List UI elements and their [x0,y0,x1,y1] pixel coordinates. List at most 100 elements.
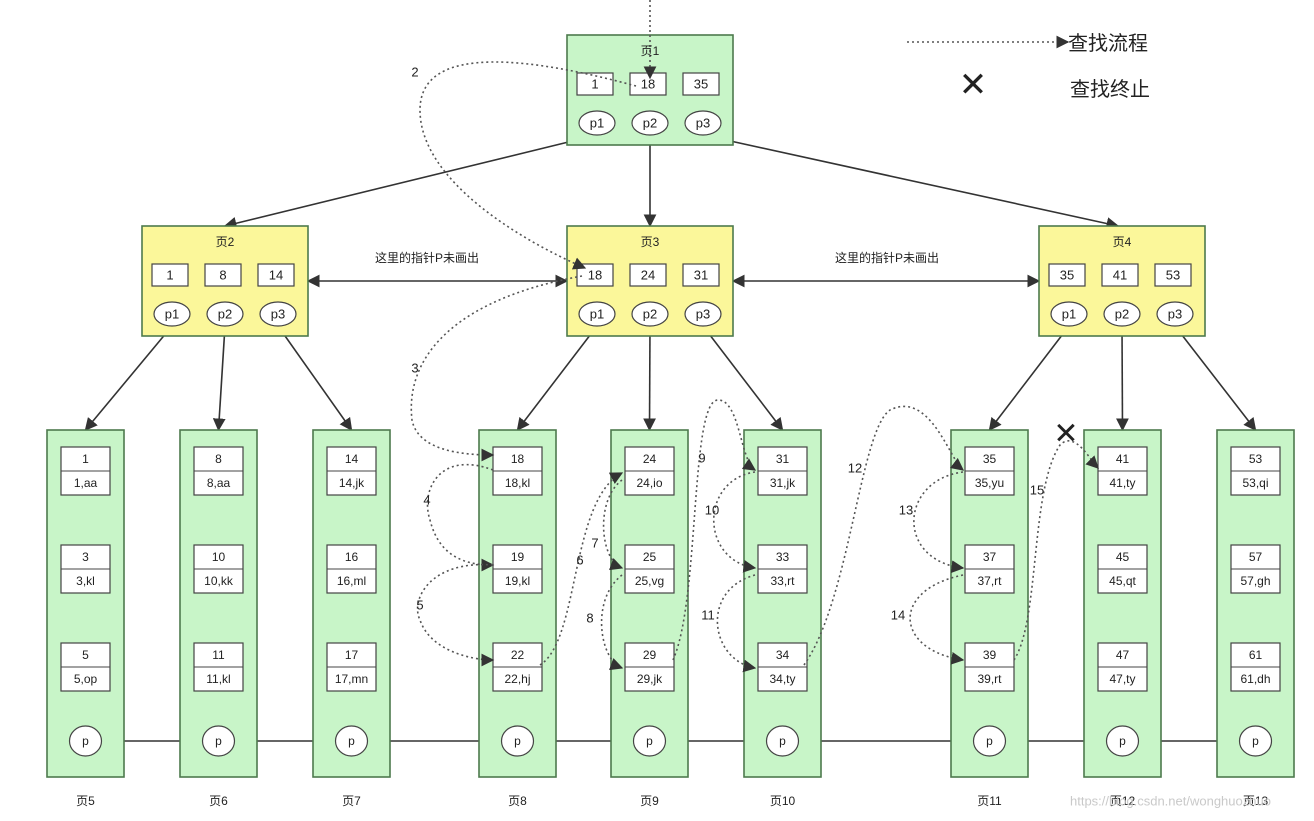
record-data: 14,jk [339,476,365,490]
record-key: 5 [82,648,89,662]
page-title: 页5 [76,794,95,808]
key-value: 31 [694,268,708,283]
page-title: 页9 [640,794,659,808]
next-pointer [972,725,1007,757]
pointer-ellipse [1050,301,1088,327]
legend-stop-label: 查找终止 [1070,78,1150,101]
record-data: 53,qi [1242,476,1268,490]
step-label: 12 [848,461,862,476]
page-title: 页2 [216,235,235,249]
key-value: 1 [166,268,173,283]
key-box [1101,263,1139,287]
search-stop-mark: ✕ [1053,418,1078,451]
record-key: 31 [776,452,790,466]
pointer-ellipse [578,301,616,327]
search-path-arrow [410,275,583,462]
record-data: 1,aa [74,476,98,490]
record-data: 57,gh [1240,574,1270,588]
page-title: 页6 [209,794,228,808]
record-key: 29 [643,648,657,662]
sibling-note: 这里的指针P未画出 [375,250,479,265]
legend-stop-mark: ✕ [959,66,988,104]
step-label: 13 [899,503,913,518]
record-key: 24 [643,452,657,466]
key-value: 1 [591,77,598,92]
pointer-ellipse [1156,301,1194,327]
tree-edge [84,325,173,431]
record-data: 16,ml [337,574,366,588]
record-data: 37,rt [977,574,1002,588]
record-key: 53 [1249,452,1263,466]
record-data: 19,kl [505,574,530,588]
step-label: 2 [411,65,418,80]
record-key: 16 [345,550,359,564]
pointer-ellipse [259,301,297,327]
step-label: 14 [891,608,905,623]
pointer-ellipse [631,301,669,327]
pointer-label: p [348,734,355,748]
search-path-arrow [426,463,495,572]
key-value: 35 [694,77,708,92]
tree-edge [643,325,656,432]
key-value: 8 [219,268,226,283]
key-box [576,263,614,287]
record-data: 5,op [74,672,98,686]
record-key: 35 [983,452,997,466]
record-key: 61 [1249,648,1263,662]
pointer-label: p [215,734,222,748]
pointer-ellipse [684,110,722,136]
pointer-ellipse [684,301,722,327]
pointer-ellipse [578,110,616,136]
record-key: 34 [776,648,790,662]
tree-edge [516,325,598,432]
record-key: 8 [215,452,222,466]
record-key: 11 [212,648,225,662]
pointer-label: p2 [643,307,657,322]
search-path-arrow [602,479,624,571]
next-pointer [1105,725,1140,757]
search-path-layer [410,0,1099,673]
pointer-label: p1 [1062,307,1076,322]
pointer-label: p3 [271,307,285,322]
next-pointer [500,725,535,757]
step-label: 11 [701,608,715,623]
page-title: 页11 [977,794,1002,808]
key-box [1048,263,1086,287]
sibling-note: 这里的指针P未画出 [835,250,939,265]
step-label: 8 [586,611,593,626]
record-key: 37 [983,550,997,564]
next-pointer [334,725,369,757]
page-title: 页7 [342,794,361,808]
search-path-arrow [803,405,965,666]
pointer-label: p3 [696,307,710,322]
record-key: 33 [776,550,790,564]
record-key: 57 [1249,550,1263,564]
tree-edge [223,134,598,230]
pointer-label: p2 [1115,307,1129,322]
record-data: 34,ty [769,672,795,686]
key-box [204,263,242,287]
pointer-ellipse [631,110,669,136]
record-key: 10 [212,550,226,564]
pointer-label: p [1119,734,1126,748]
page-title: 页1 [641,44,660,58]
next-pointer [201,725,236,757]
key-box [682,263,720,287]
record-key: 19 [511,550,525,564]
legend-flow-label: 查找流程 [1068,32,1148,55]
watermark: https://blog.csdn.net/wonghuozhuo [1070,794,1271,809]
record-key: 22 [511,648,525,662]
record-key: 1 [82,452,89,466]
record-data: 11,kl [206,672,230,686]
page-title: 页8 [508,794,527,808]
pointer-label: p [514,734,521,748]
pointer-ellipse [206,301,244,327]
record-key: 18 [511,452,525,466]
pointer-label: p3 [696,116,710,131]
tree-edge [277,325,353,432]
step-label: 6 [576,553,583,568]
step-label: 5 [416,598,423,613]
record-key: 17 [345,648,359,662]
